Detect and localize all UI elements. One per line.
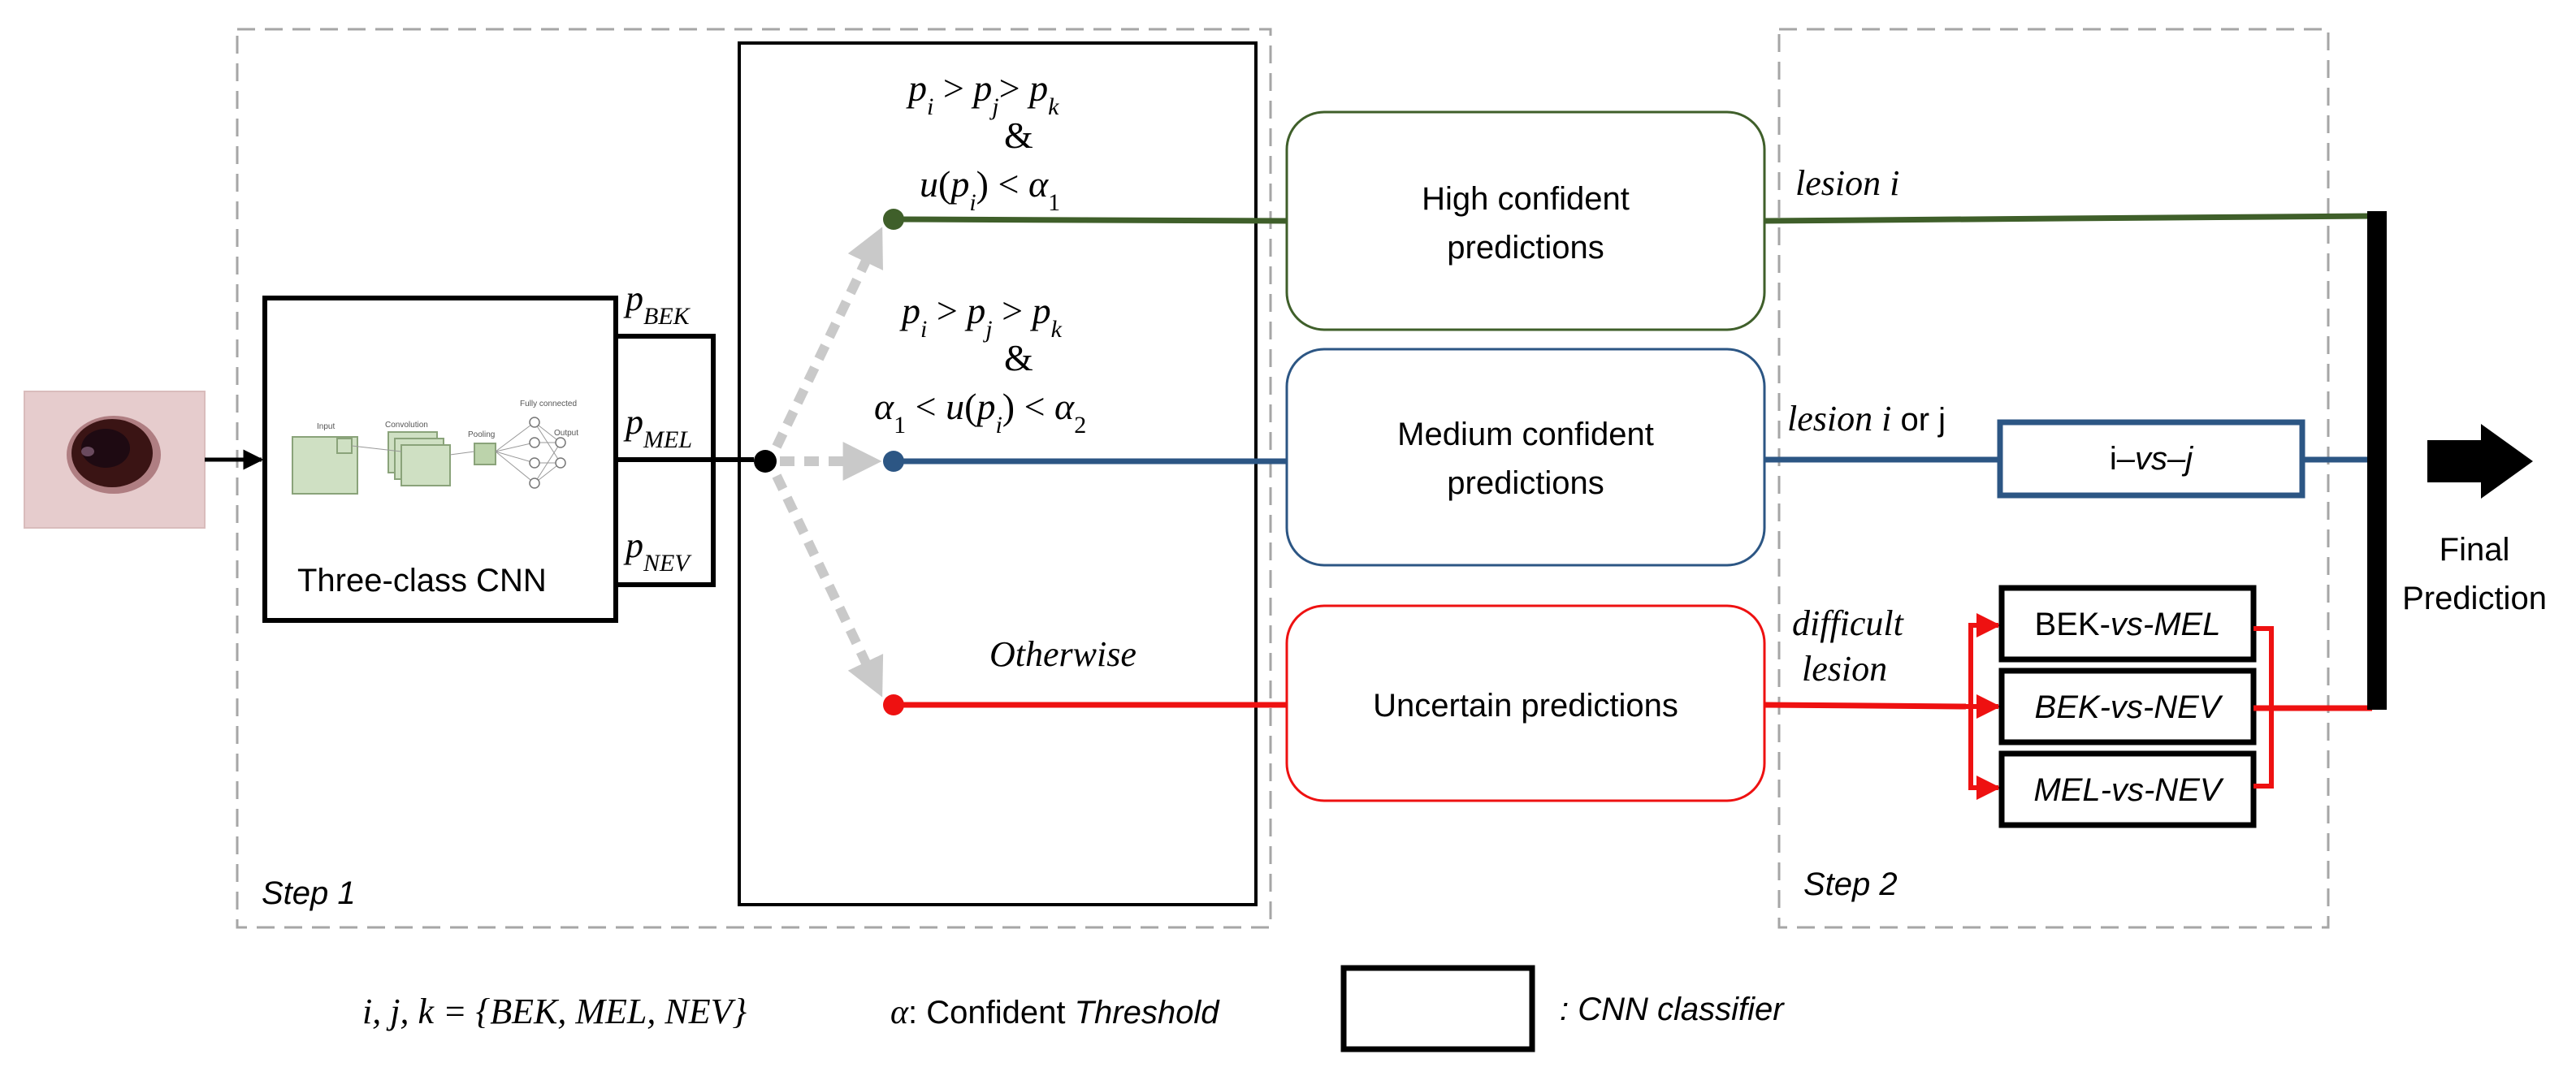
p-mel-label: pMEL (623, 402, 692, 453)
medium-confidence-line2: predictions (1447, 465, 1604, 501)
bek-vs-mel-label: BEK-vs-MEL (2035, 607, 2221, 642)
uncertain-output-line (1764, 702, 1967, 710)
route-arrow-uncertain (772, 473, 884, 698)
final-arrow-icon (2427, 424, 2533, 499)
i-vs-j-label: i–vs–j (2110, 441, 2193, 477)
svg-text:pi > pj > pk: pi > pj > pk (899, 290, 1063, 343)
bek-vs-nev-label: BEK-vs-NEV (2035, 689, 2223, 725)
step1-label: Step 1 (262, 875, 356, 911)
lesion-i-or-j-label: lesion i or j (1787, 399, 1946, 439)
route-arrow-high (772, 227, 884, 449)
high-node (883, 209, 904, 230)
decision-box (738, 41, 1258, 906)
svg-text:pi > pj> pk: pi > pj> pk (906, 67, 1059, 120)
mel-vs-nev-label: MEL-vs-NEV (2033, 772, 2223, 808)
legend-cnn-box (1340, 965, 1535, 1052)
split-node (754, 450, 777, 473)
svg-text:Convolution: Convolution (385, 421, 428, 430)
cnn-architecture-icon: Input Convolution Pooling Fully connecte… (292, 400, 578, 495)
medium-confidence-line1: Medium confident (1397, 417, 1654, 452)
medium-confidence-box (1285, 348, 1766, 567)
legend-cnn-text: : CNN classifier (1560, 992, 1785, 1027)
lesion-i-label: lesion i (1795, 163, 1899, 203)
legend-ijk: i, j, k = {BEK, MEL, NEV} (362, 992, 747, 1031)
svg-text:Input: Input (317, 422, 335, 431)
lesion-image (24, 391, 206, 529)
svg-text:&: & (1004, 115, 1033, 156)
svg-text:Fully connected: Fully connected (520, 400, 577, 408)
condition-high: pi > pj> pk & u(pi) < α1 (906, 67, 1060, 216)
difficult-lesion-label: lesion (1802, 649, 1887, 689)
uncertain-node (883, 694, 904, 715)
svg-text:Pooling: Pooling (468, 430, 495, 439)
uncertain-box (1285, 604, 1766, 802)
bek-vs-mel-classifier (1998, 585, 2257, 663)
high-confidence-box (1285, 110, 1766, 331)
high-confidence-line2: predictions (1447, 230, 1604, 266)
final-merge-bar (2367, 211, 2387, 710)
step1-region (236, 28, 1272, 929)
svg-text:u(pi) < α1: u(pi) < α1 (920, 163, 1060, 216)
final-prediction-line2: Prediction (2402, 581, 2547, 616)
condition-otherwise: Otherwise (989, 634, 1136, 674)
high-output-line (1764, 213, 2373, 224)
svg-text:&: & (1004, 337, 1033, 378)
svg-text:Output: Output (554, 429, 578, 438)
condition-medium: pi > pj > pk & α1 < u(pi) < α2 (874, 290, 1086, 439)
svg-text:α1 < u(pi) < α2: α1 < u(pi) < α2 (874, 386, 1086, 439)
p-nev-label: pNEV (623, 525, 692, 577)
difficult-label: difficult (1792, 603, 1905, 643)
step2-label: Step 2 (1803, 866, 1898, 902)
mel-vs-nev-classifier (1998, 750, 2257, 828)
bek-vs-nev-classifier (1998, 668, 2257, 745)
legend-alpha: α: Confident Threshold (890, 994, 1220, 1031)
high-confidence-line1: High confident (1422, 181, 1630, 217)
cnn-label: Three-class CNN (297, 563, 547, 598)
step2-region (1777, 28, 2330, 929)
uncertain-line1: Uncertain predictions (1373, 688, 1678, 724)
p-bek-label: pBEK (623, 279, 691, 330)
medium-node (883, 451, 904, 472)
final-prediction-line1: Final (2440, 532, 2510, 568)
i-vs-j-classifier (1997, 419, 2305, 499)
high-route-line (893, 216, 1288, 224)
